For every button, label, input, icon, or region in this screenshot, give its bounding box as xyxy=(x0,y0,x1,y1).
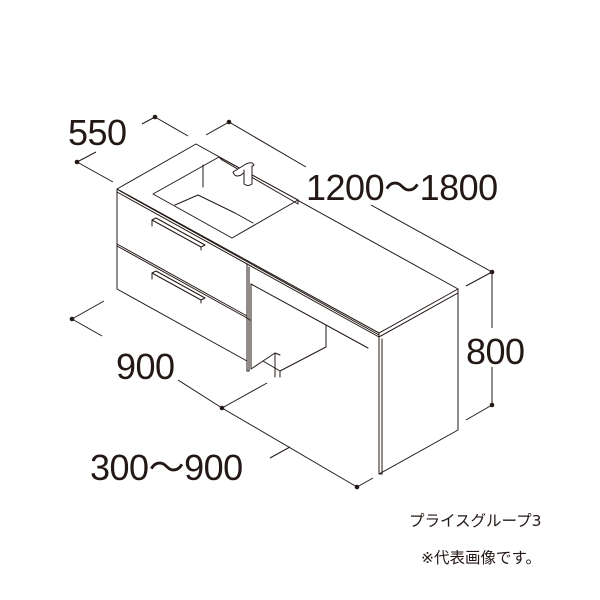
drawer-handle-bottom xyxy=(151,270,206,304)
price-group-note: プライスグループ3 xyxy=(409,512,542,530)
counter-extension-dimension-label: 300〜900 xyxy=(90,447,243,488)
cabinet-width-dimension-label: 900 xyxy=(116,346,175,387)
side-panel xyxy=(378,292,459,475)
dimension-cabinet-lines xyxy=(71,300,268,409)
drawer-cabinet xyxy=(116,191,251,372)
dimension-height-lines xyxy=(465,272,493,421)
dimension-extension-lines xyxy=(221,407,374,488)
representative-image-note: ※代表画像です。 xyxy=(421,549,541,567)
dimension-endpoints xyxy=(69,114,495,490)
dimension-width-lines xyxy=(205,121,493,287)
faucet xyxy=(232,162,255,186)
dimension-depth-lines xyxy=(76,116,189,183)
sink-basin xyxy=(152,156,299,239)
total-width-dimension-label: 1200〜1800 xyxy=(306,167,498,208)
depth-dimension-label: 550 xyxy=(68,112,127,153)
under-counter-space xyxy=(250,283,369,378)
height-dimension-label: 800 xyxy=(466,331,525,372)
drawer-handle-top xyxy=(151,217,206,251)
